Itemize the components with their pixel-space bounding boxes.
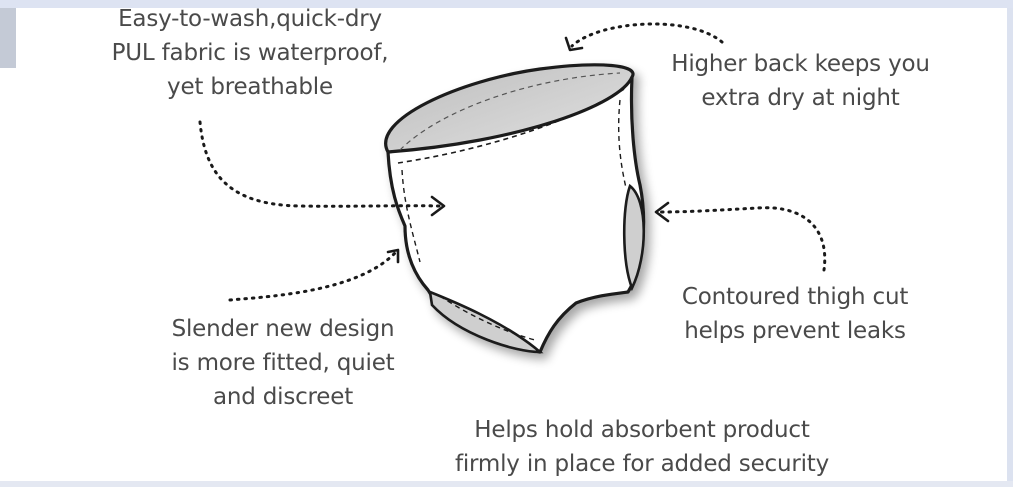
diaper-cover-icon <box>386 65 644 352</box>
arrow-design <box>230 252 396 300</box>
arrow-thigh <box>660 208 825 270</box>
callout-thigh-cut: Contoured thigh cut helps prevent leaks <box>640 280 950 348</box>
callout-higher-back: Higher back keeps you extra dry at night <box>628 47 973 115</box>
callout-slender-design: Slender new design is more fitted, quiet… <box>118 312 448 414</box>
arrow-back <box>572 24 722 46</box>
callout-hold-product: Helps hold absorbent product firmly in p… <box>402 413 882 481</box>
right-leg-opening <box>624 186 644 288</box>
arrowhead-back <box>566 38 582 50</box>
callout-fabric: Easy-to-wash,quick-dry PUL fabric is wat… <box>70 2 430 104</box>
